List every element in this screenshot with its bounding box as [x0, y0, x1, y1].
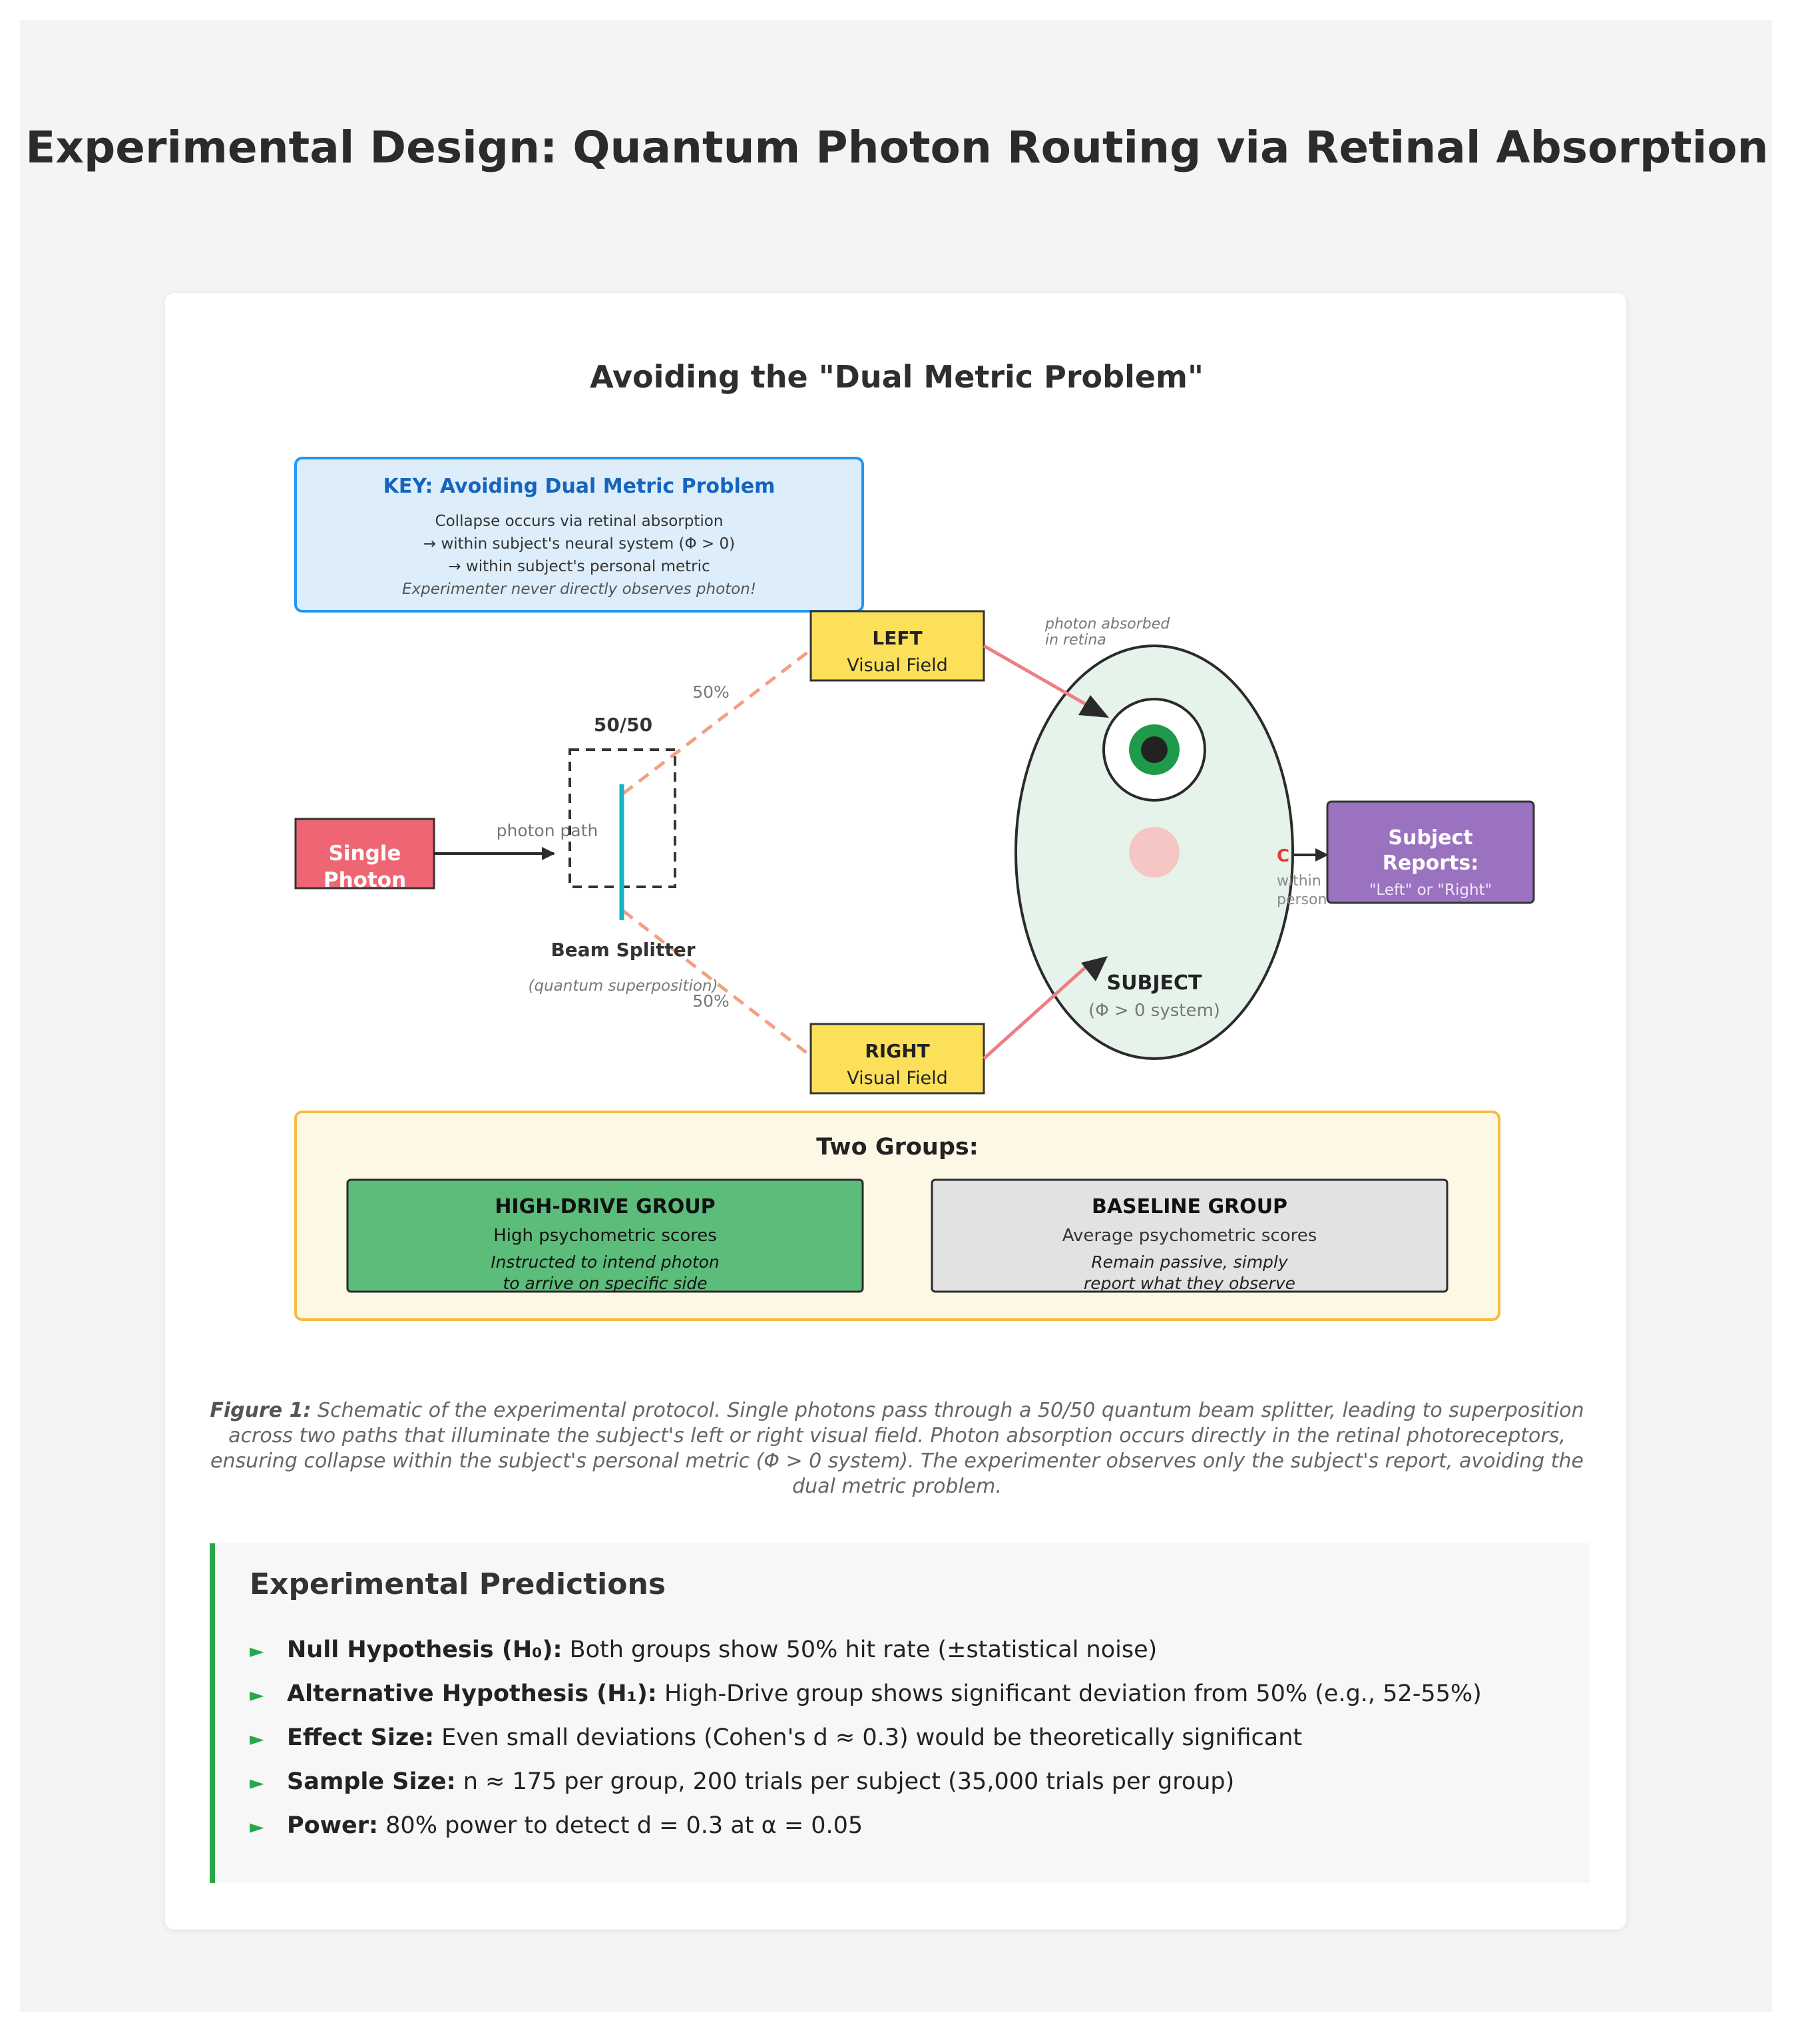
key-line-2: → within subject's neural system (Φ > 0)	[423, 535, 735, 553]
single-photon-frame	[294, 818, 435, 890]
right-field-line2: Visual Field	[847, 1068, 948, 1089]
predictions-panel: Experimental Predictions ► Null Hypothesi…	[210, 1543, 1590, 1883]
prediction-text: n ≈ 175 per group, 200 trials per subjec…	[455, 1768, 1235, 1795]
left-arrow-shaft	[983, 644, 1104, 716]
report-line1: Subject	[1388, 826, 1472, 850]
diagram-heading: Avoiding the "Dual Metric Problem"	[590, 359, 1204, 395]
key-line-3: → within subject's personal metric	[448, 558, 710, 575]
page-title: Experimental Design: Quantum Photon Rout…	[25, 122, 1769, 173]
groups-title: Two Groups:	[816, 1134, 978, 1160]
subject-reports-frame	[1326, 800, 1535, 904]
left-field-line2: Visual Field	[847, 655, 948, 676]
arrow-bullet-icon: ►	[250, 1728, 264, 1750]
left-visual-field: LEFT Visual Field	[809, 610, 985, 682]
prediction-item-alternative: ► Alternative Hypothesis (H₁): High-Drive…	[250, 1672, 1482, 1716]
caption-text: Schematic of the experimental protocol. …	[210, 1399, 1584, 1498]
two-groups-panel: Two Groups: HIGH-DRIVE GROUP High psycho…	[294, 1111, 1500, 1321]
within-fragment: within	[1277, 873, 1321, 890]
absorbed-note-line2: in retina	[1045, 632, 1106, 648]
baseline-instr-2: report what they observe	[1084, 1274, 1295, 1293]
absorbed-note-line1: photon absorbed	[1044, 616, 1170, 633]
beam-splitter-label: Beam Splitter	[551, 939, 695, 961]
prediction-text: 80% power to detect d = 0.3 at α = 0.05	[378, 1812, 863, 1839]
key-box: KEY: Avoiding Dual Metric Problem Collap…	[294, 457, 864, 613]
high-drive-instr-2: to arrive on specific side	[503, 1274, 707, 1293]
prediction-label: Null Hypothesis (H₀):	[287, 1637, 562, 1663]
arrow-bullet-icon: ►	[250, 1816, 264, 1838]
report-line2: Reports:	[1383, 852, 1479, 875]
predictions-list: ► Null Hypothesis (H₀): Both groups show …	[250, 1629, 1482, 1848]
prediction-item-sample-size: ► Sample Size: n ≈ 175 per group, 200 tri…	[250, 1760, 1482, 1804]
subject-reports-box: Subject Reports: "Left" or "Right"	[1326, 800, 1535, 904]
key-line-1: Collapse occurs via retinal absorption	[435, 513, 724, 530]
single-photon-line2: Photon	[324, 868, 406, 892]
left-field-line1: LEFT	[872, 627, 922, 649]
single-photon-box: Single Photon	[294, 818, 435, 892]
collapse-fragment: C	[1277, 846, 1289, 866]
experiment-diagram: Avoiding the "Dual Metric Problem" KEY: …	[294, 359, 1535, 1321]
arrow-bullet-icon: ►	[250, 1684, 264, 1706]
key-title: KEY: Avoiding Dual Metric Problem	[383, 475, 776, 498]
prediction-text: High-Drive group shows significant devia…	[656, 1680, 1482, 1707]
lower-path-percent: 50%	[692, 991, 730, 1011]
high-drive-group-box	[346, 1178, 864, 1293]
photon-path-label: photon path	[497, 821, 598, 840]
person-fragment: person	[1277, 892, 1327, 908]
predictions-heading: Experimental Predictions	[250, 1567, 666, 1601]
prediction-text: Both groups show 50% hit rate (±statisti…	[562, 1637, 1158, 1663]
figure-caption: Figure 1: Schematic of the experimental …	[206, 1398, 1588, 1499]
left-arrow-head	[1078, 695, 1109, 718]
left-field-frame	[809, 610, 985, 682]
baseline-desc: Average psychometric scores	[1062, 1226, 1317, 1246]
baseline-group-box	[931, 1178, 1449, 1293]
eye-icon	[1102, 698, 1206, 802]
single-photon-line1: Single	[329, 842, 401, 866]
arrow-bullet-icon: ►	[250, 1772, 264, 1794]
baseline-instr-1: Remain passive, simply	[1091, 1252, 1289, 1272]
prediction-item-null: ► Null Hypothesis (H₀): Both groups show …	[250, 1629, 1482, 1672]
prediction-label: Power:	[287, 1812, 379, 1839]
subject-sublabel: (Φ > 0 system)	[1088, 1001, 1220, 1021]
report-line3: "Left" or "Right"	[1369, 882, 1492, 899]
beam-splitter-sublabel: (quantum superposition)	[529, 977, 718, 995]
right-field-line1: RIGHT	[865, 1040, 930, 1062]
prediction-text: Even small deviations (Cohen's d ≈ 0.3) …	[433, 1724, 1303, 1751]
right-visual-field: RIGHT Visual Field	[809, 1023, 985, 1095]
prediction-label: Effect Size:	[287, 1724, 434, 1751]
retina-spot	[1129, 827, 1180, 878]
baseline-name: BASELINE GROUP	[1092, 1195, 1287, 1218]
prediction-item-power: ► Power: 80% power to detect d = 0.3 at α…	[250, 1804, 1482, 1848]
key-box-frame	[294, 457, 864, 613]
subject-label: SUBJECT	[1107, 971, 1203, 995]
upper-path-percent: 50%	[692, 682, 730, 702]
arrow-bullet-icon: ►	[250, 1640, 264, 1662]
caption-label: Figure 1:	[210, 1399, 312, 1422]
right-arrow-shaft	[983, 963, 1090, 1060]
high-drive-desc: High psychometric scores	[493, 1226, 717, 1246]
prediction-label: Sample Size:	[287, 1768, 456, 1795]
beam-splitter-ratio: 50/50	[594, 714, 652, 736]
prediction-item-effect-size: ► Effect Size: Even small deviations (Coh…	[250, 1716, 1482, 1760]
key-note: Experimenter never directly observes pho…	[402, 581, 756, 598]
prediction-label: Alternative Hypothesis (H₁):	[287, 1680, 657, 1707]
beam-splitter: 50/50 Beam Splitter (quantum superpositi…	[529, 714, 718, 995]
high-drive-name: HIGH-DRIVE GROUP	[495, 1195, 715, 1218]
right-arrow-head	[1081, 956, 1108, 981]
high-drive-instr-1: Instructed to intend photon	[491, 1252, 720, 1272]
